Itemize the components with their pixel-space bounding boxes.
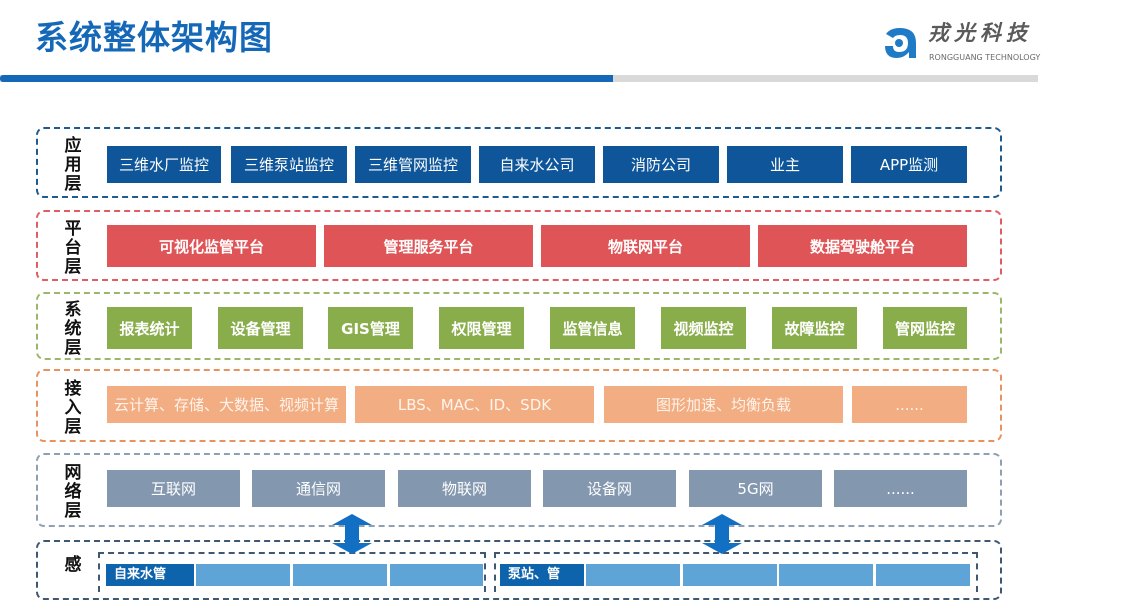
logo-name-en: RONGGUANG TECHNOLOGY — [929, 53, 1041, 62]
access-layer: 接入层 云计算、存储、大数据、视频计算 LBS、MAC、ID、SDK 图形加速、… — [36, 369, 1002, 442]
application-layer: 应用层 三维水厂监控 三维泵站监控 三维管网监控 自来水公司 消防公司 业主 A… — [36, 127, 1002, 198]
access-item[interactable]: 云计算、存储、大数据、视频计算 — [107, 386, 346, 423]
layer-label: 接入层 — [64, 379, 82, 437]
access-item[interactable]: 图形加速、均衡负载 — [604, 386, 843, 423]
perception-group-title: 自来水管 — [106, 564, 194, 586]
app-item[interactable]: 三维泵站监控 — [231, 146, 347, 183]
network-item[interactable]: 5G网 — [689, 470, 822, 507]
system-item[interactable]: 报表统计 — [107, 307, 192, 349]
platform-item[interactable]: 数据驾驶舱平台 — [758, 225, 967, 267]
layer-label: 系统层 — [64, 300, 82, 358]
perception-group-title: 泵站、管 — [500, 564, 584, 586]
rongguang-logo-icon — [885, 28, 916, 58]
logo-name-cn: 戎光科技 — [928, 20, 1032, 45]
network-item[interactable]: ...... — [834, 470, 967, 507]
network-layer: 网络层 互联网 通信网 物联网 设备网 5G网 ...... — [36, 453, 1002, 527]
perception-layer: 感 自来水管 泵站、管 — [36, 540, 1002, 600]
perception-tile — [293, 564, 387, 586]
system-item[interactable]: 监管信息 — [550, 307, 635, 349]
platform-item[interactable]: 物联网平台 — [541, 225, 750, 267]
app-item[interactable]: 业主 — [727, 146, 843, 183]
network-item[interactable]: 通信网 — [252, 470, 385, 507]
layer-label: 网络层 — [64, 463, 82, 521]
system-layer: 系统层 报表统计 设备管理 GIS管理 权限管理 监管信息 视频监控 故障监控 … — [36, 292, 1002, 360]
app-item[interactable]: APP监测 — [851, 146, 967, 183]
system-item[interactable]: 视频监控 — [661, 307, 746, 349]
perception-tile — [196, 564, 290, 586]
layer-label: 平台层 — [64, 219, 82, 277]
access-item[interactable]: ...... — [852, 386, 967, 423]
system-item[interactable]: GIS管理 — [328, 307, 413, 349]
app-item[interactable]: 三维管网监控 — [355, 146, 471, 183]
system-item[interactable]: 设备管理 — [218, 307, 303, 349]
platform-item[interactable]: 管理服务平台 — [324, 225, 533, 267]
app-item[interactable]: 消防公司 — [603, 146, 719, 183]
layer-label: 应用层 — [64, 136, 82, 194]
perception-tile — [586, 564, 680, 586]
double-arrow-icon — [702, 514, 742, 554]
perception-group: 自来水管 — [98, 552, 486, 592]
company-logo: 戎光科技 RONGGUANG TECHNOLOGY — [882, 20, 1041, 66]
double-arrow-icon — [332, 514, 372, 554]
system-item[interactable]: 故障监控 — [772, 307, 857, 349]
network-item[interactable]: 互联网 — [107, 470, 240, 507]
system-item[interactable]: 管网监控 — [883, 307, 967, 349]
perception-tile — [876, 564, 970, 586]
platform-item[interactable]: 可视化监管平台 — [107, 225, 316, 267]
system-item[interactable]: 权限管理 — [439, 307, 524, 349]
access-item[interactable]: LBS、MAC、ID、SDK — [355, 386, 594, 423]
platform-layer: 平台层 可视化监管平台 管理服务平台 物联网平台 数据驾驶舱平台 — [36, 210, 1002, 281]
layer-label: 感 — [64, 555, 82, 575]
network-item[interactable]: 物联网 — [398, 470, 531, 507]
app-item[interactable]: 自来水公司 — [479, 146, 595, 183]
perception-tile — [390, 564, 483, 586]
perception-group: 泵站、管 — [494, 552, 978, 592]
perception-tile — [779, 564, 873, 586]
page-title: 系统整体架构图 — [35, 18, 273, 57]
perception-tile — [683, 564, 777, 586]
network-item[interactable]: 设备网 — [543, 470, 676, 507]
app-item[interactable]: 三维水厂监控 — [107, 146, 221, 183]
progress-fill — [0, 75, 613, 82]
